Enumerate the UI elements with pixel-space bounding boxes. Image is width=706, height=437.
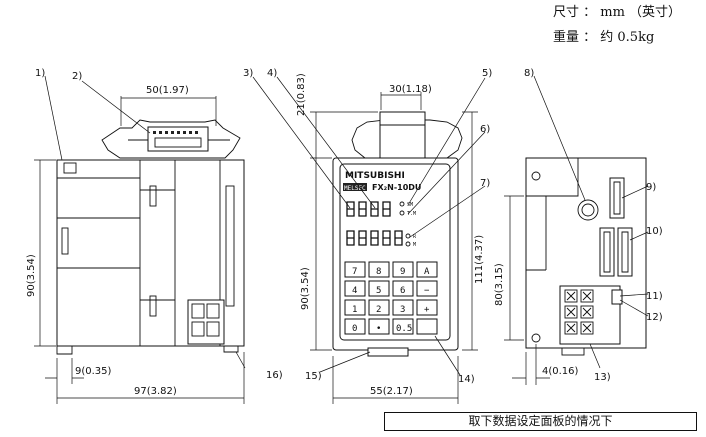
dim-side-height: 90(3.54) bbox=[26, 254, 37, 297]
callout-9: 9) bbox=[646, 182, 656, 193]
key-0-0: 7 bbox=[352, 267, 357, 277]
key-1-0: 4 bbox=[352, 286, 357, 296]
callout-13: 13) bbox=[594, 372, 611, 383]
dim-front-height-left: 90(3.54) bbox=[300, 267, 311, 310]
weight-label: 重量 ： 约 0.5kg bbox=[553, 29, 654, 45]
model-left-label: MELSEC bbox=[344, 185, 366, 192]
model-right-label: FX₂N-10DU bbox=[372, 183, 421, 192]
key-0-3: A bbox=[424, 267, 430, 277]
key-0-1: 8 bbox=[376, 267, 381, 277]
callout-1: 1) bbox=[35, 68, 45, 79]
dim-front-width: 55(2.17) bbox=[370, 386, 413, 397]
dim-side-depth: 97(3.82) bbox=[134, 386, 177, 397]
callout-8: 8) bbox=[524, 68, 534, 79]
callout-11: 11) bbox=[646, 291, 663, 302]
dim-side-offset: 9(0.35) bbox=[75, 366, 112, 377]
callout-4: 4) bbox=[267, 68, 277, 79]
front-view: MITSUBISHI MELSEC FX₂N-10DU SM T.M R M 7… bbox=[243, 68, 492, 404]
key-3-2: 0.5 bbox=[396, 324, 412, 334]
callout-14: 14) bbox=[458, 374, 475, 385]
dim-rear-height: 80(3.15) bbox=[494, 263, 505, 306]
dim-front-top-offset: 21(0.83) bbox=[296, 73, 307, 116]
brand-label: MITSUBISHI bbox=[345, 171, 405, 181]
callout-5: 5) bbox=[482, 68, 492, 79]
callout-7: 7) bbox=[480, 178, 490, 189]
caption-box: 取下数据设定面板的情况下 bbox=[384, 412, 697, 431]
led-label-m: M bbox=[413, 242, 416, 248]
key-1-1: 5 bbox=[376, 286, 381, 296]
led-label-tm: T.M bbox=[407, 211, 416, 217]
dim-side-width: 50(1.97) bbox=[146, 85, 189, 96]
callout-2: 2) bbox=[72, 71, 82, 82]
rear-view: 80(3.15) 4(0.16) 8) 9) 10) 11) 12) 13) bbox=[494, 68, 663, 385]
side-view: 50(1.97) 90(3.54) 9(0.35) 97(3.82) 1) 2)… bbox=[26, 68, 283, 404]
keypad: 7 8 9 A 4 5 6 − 1 2 3 + 0 • 0.5 bbox=[344, 261, 438, 335]
callout-12: 12) bbox=[646, 312, 663, 323]
key-3-1: • bbox=[376, 324, 381, 334]
dim-front-top-width: 30(1.18) bbox=[389, 84, 432, 95]
key-1-2: 6 bbox=[400, 286, 405, 296]
dim-rear-offset: 4(0.16) bbox=[542, 366, 579, 377]
key-2-3: + bbox=[424, 305, 430, 315]
callout-10: 10) bbox=[646, 226, 663, 237]
callout-16: 16) bbox=[266, 370, 283, 381]
key-3-0: 0 bbox=[352, 324, 357, 334]
key-2-2: 3 bbox=[400, 305, 405, 315]
key-2-1: 2 bbox=[376, 305, 381, 315]
key-0-2: 9 bbox=[400, 267, 405, 277]
dim-front-height-right: 111(4.37) bbox=[474, 235, 485, 284]
key-1-3: − bbox=[424, 286, 430, 296]
callout-3: 3) bbox=[243, 68, 253, 79]
led-label-sm: SM bbox=[407, 202, 413, 208]
callout-15: 15) bbox=[305, 371, 322, 382]
led-label-r: R bbox=[413, 234, 417, 240]
key-2-0: 1 bbox=[352, 305, 357, 315]
callout-6: 6) bbox=[480, 124, 490, 135]
size-unit-label: 尺寸 ： mm （英寸） bbox=[553, 5, 681, 20]
